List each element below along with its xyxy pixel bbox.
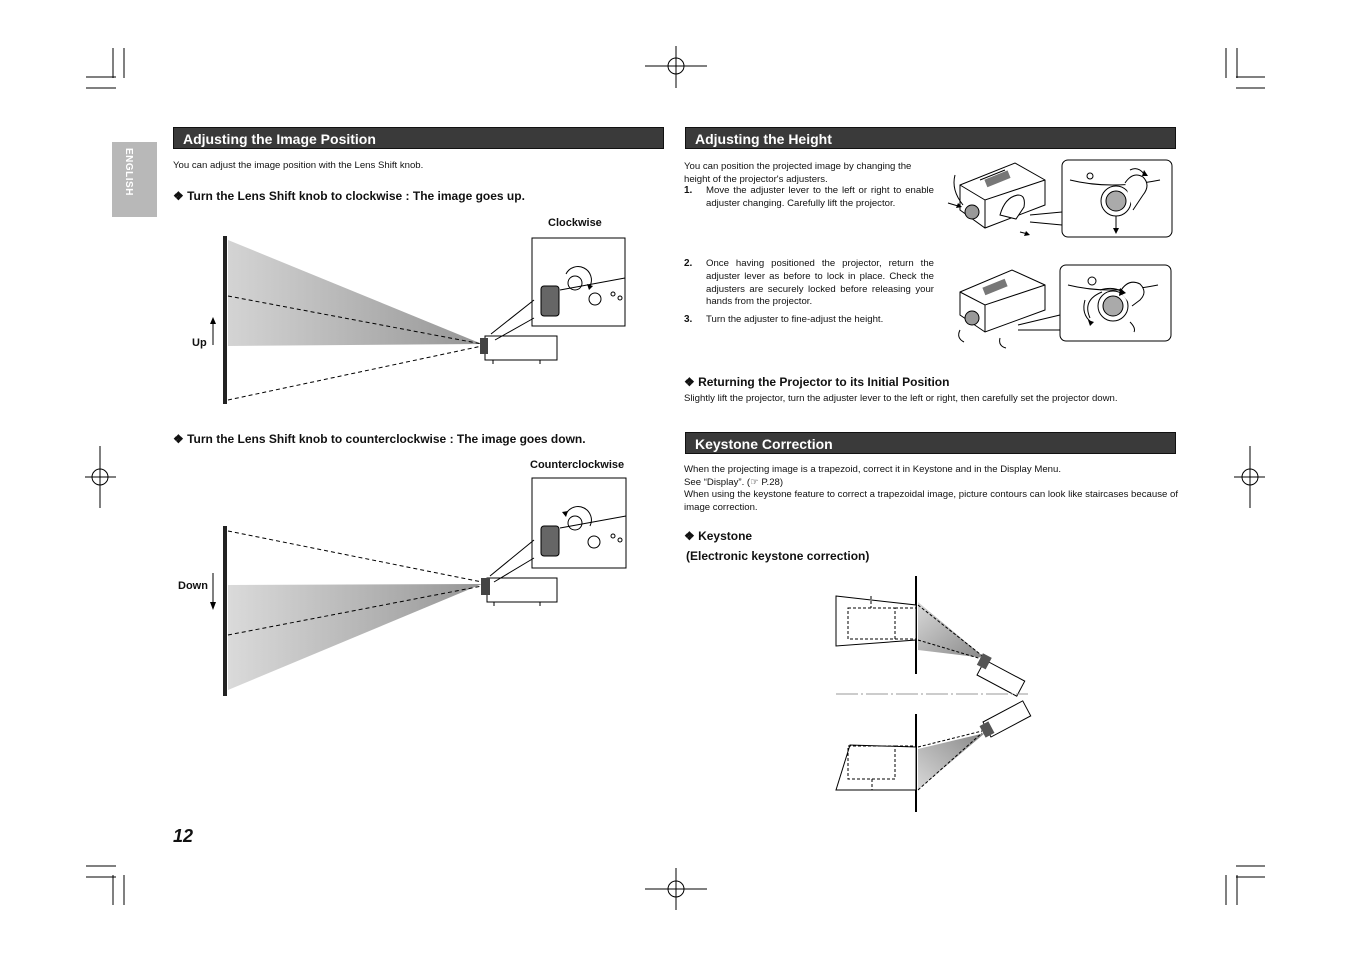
height-step-2-number: 2. bbox=[684, 258, 693, 269]
keystone-para-3: When using the keystone feature to corre… bbox=[684, 489, 1178, 513]
counterclockwise-label: Counterclockwise bbox=[530, 459, 625, 471]
clockwise-label: Clockwise bbox=[548, 217, 602, 229]
counterclockwise-step-heading: ❖ Turn the Lens Shift knob to counterclo… bbox=[173, 432, 586, 446]
language-side-tab: ENGLISH bbox=[112, 142, 157, 217]
section-title-keystone: Keystone Correction bbox=[685, 432, 1176, 454]
height-step-3-text: Turn the adjuster to fine-adjust the hei… bbox=[706, 314, 884, 325]
side-tab-label: ENGLISH bbox=[123, 148, 134, 196]
adjuster-turn-illustration bbox=[958, 264, 1172, 349]
keystone-sub-heading: ❖ Keystone bbox=[684, 529, 753, 543]
height-step-1-text: Move the adjuster lever to the left or r… bbox=[706, 185, 934, 209]
lens-shift-up-diagram bbox=[210, 236, 626, 404]
height-step-3-number: 3. bbox=[684, 314, 693, 325]
return-position-heading: ❖ Returning the Projector to its Initial… bbox=[684, 375, 950, 389]
lens-shift-down-diagram bbox=[210, 477, 627, 696]
clockwise-step-heading: ❖ Turn the Lens Shift knob to clockwise … bbox=[173, 189, 525, 203]
down-label: Down bbox=[178, 580, 208, 592]
keystone-correction-diagram bbox=[835, 576, 1032, 812]
page-number: 12 bbox=[173, 826, 194, 846]
image-position-intro: You can adjust the image position with t… bbox=[173, 160, 424, 171]
up-label: Up bbox=[192, 337, 207, 349]
section-title-height: Adjusting the Height bbox=[685, 127, 1176, 149]
keystone-para-1: When the projecting image is a trapezoid… bbox=[684, 464, 1062, 475]
adjuster-lift-illustration bbox=[947, 159, 1173, 238]
height-step-1-number: 1. bbox=[684, 185, 693, 196]
keystone-sub-note: (Electronic keystone correction) bbox=[686, 549, 870, 563]
height-step-2-text: Once having positioned the projector, re… bbox=[706, 258, 934, 308]
height-intro: You can position the projected image by … bbox=[684, 161, 912, 185]
section-title-image-position: Adjusting the Image Position bbox=[173, 127, 664, 149]
return-position-text: Slightly lift the projector, turn the ad… bbox=[684, 393, 1118, 404]
keystone-para-2: See “Display”. (☞ P.28) bbox=[684, 477, 784, 488]
